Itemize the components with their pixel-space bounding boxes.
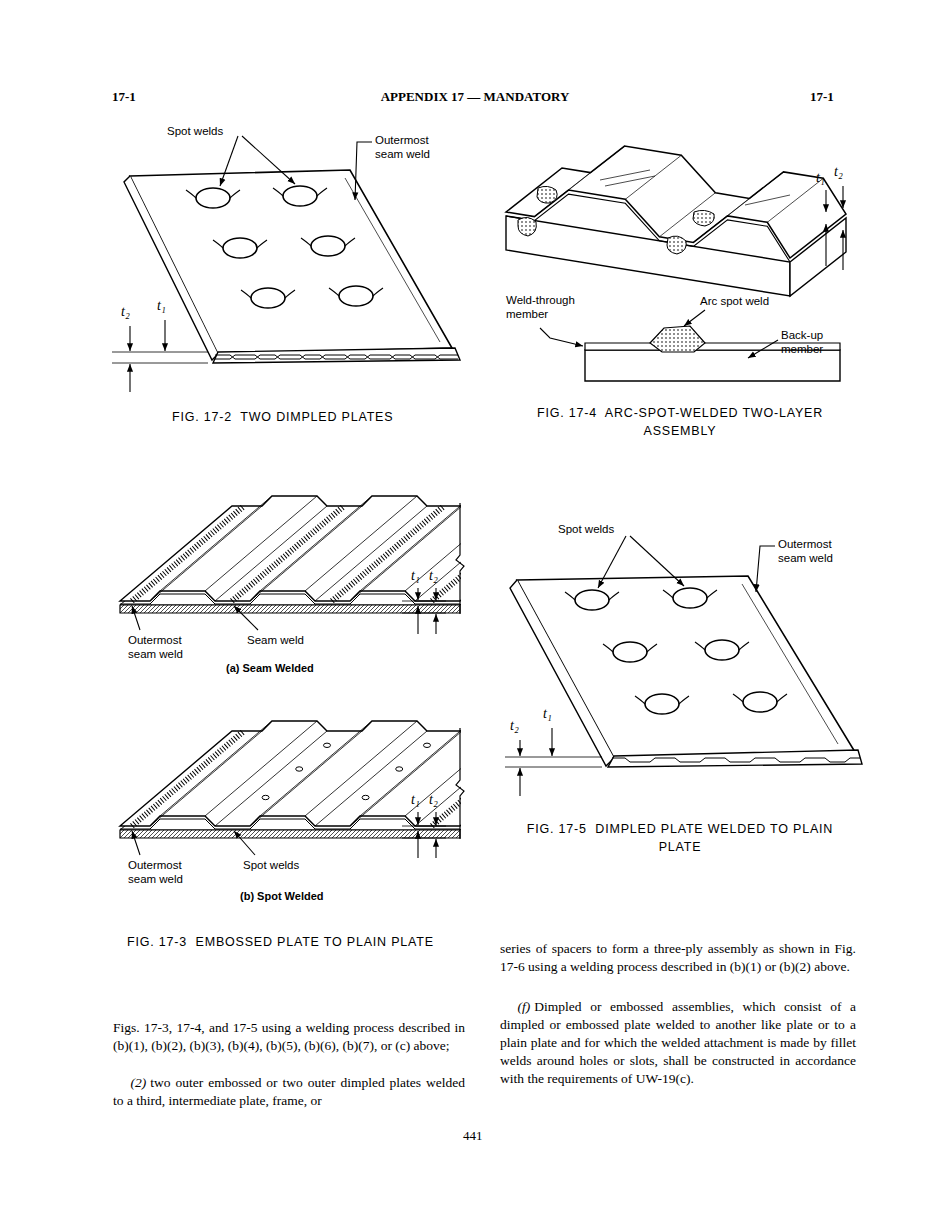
thickness-label: t₂ bbox=[429, 568, 438, 584]
thickness-label: t₂ bbox=[429, 792, 438, 808]
running-header: APPENDIX 17 — MANDATORY bbox=[300, 89, 650, 105]
thickness-label: t₁ bbox=[543, 706, 552, 722]
section-number: 17-1 bbox=[112, 89, 136, 105]
thickness-label: t₂ bbox=[510, 718, 519, 734]
callout-label: Outermost seam weld bbox=[128, 858, 198, 887]
figure-caption: FIG. 17-5 DIMPLED PLATE WELDED TO PLAIN … bbox=[510, 820, 850, 856]
callout-label: Spot welds bbox=[558, 522, 614, 536]
thickness-label: t₂ bbox=[834, 164, 843, 180]
thickness-label: t₂ bbox=[121, 304, 130, 320]
body-text: Figs. 17-3, 17-4, and 17-5 using a weldi… bbox=[113, 1019, 465, 1055]
item-number: (2) bbox=[131, 1075, 147, 1090]
body-text: Dimpled or embossed assemblies, which co… bbox=[500, 999, 856, 1086]
callout-label: Spot welds bbox=[167, 124, 223, 138]
thickness-label: t₁ bbox=[411, 792, 420, 808]
callout-label: Outermost seam weld bbox=[778, 537, 848, 566]
callout-label: Weld-through member bbox=[506, 293, 591, 322]
body-text: two outer embossed or two outer dimpled … bbox=[113, 1075, 465, 1108]
callout-label: Outermost seam weld bbox=[375, 133, 445, 162]
subfigure-title: (b) Spot Welded bbox=[240, 890, 324, 902]
callout-label: Arc spot weld bbox=[700, 294, 769, 308]
thickness-label: t₁ bbox=[816, 170, 825, 186]
callout-label: Back-up member bbox=[781, 328, 841, 357]
callout-label: Spot welds bbox=[243, 858, 299, 872]
paragraph: (f)Dimpled or embossed assemblies, which… bbox=[500, 998, 856, 1088]
callout-label: Outermost seam weld bbox=[128, 633, 198, 662]
section-number: 17-1 bbox=[810, 89, 834, 105]
figure-caption: FIG. 17-3 EMBOSSED PLATE TO PLAIN PLATE bbox=[127, 933, 434, 951]
subfigure-title: (a) Seam Welded bbox=[226, 662, 314, 674]
figure-caption: FIG. 17-2 TWO DIMPLED PLATES bbox=[172, 408, 393, 426]
thickness-label: t₁ bbox=[411, 568, 420, 584]
page-number: 441 bbox=[463, 1128, 483, 1144]
figure-caption: FIG. 17-4 ARC-SPOT-WELDED TWO-LAYER ASSE… bbox=[525, 404, 835, 440]
item-number: (f) bbox=[518, 999, 531, 1014]
callout-label: Seam weld bbox=[247, 633, 304, 647]
body-text: series of spacers to form a three-ply as… bbox=[500, 940, 856, 976]
thickness-label: t₁ bbox=[157, 298, 166, 314]
paragraph: (2)two outer embossed or two outer dimpl… bbox=[113, 1074, 465, 1110]
